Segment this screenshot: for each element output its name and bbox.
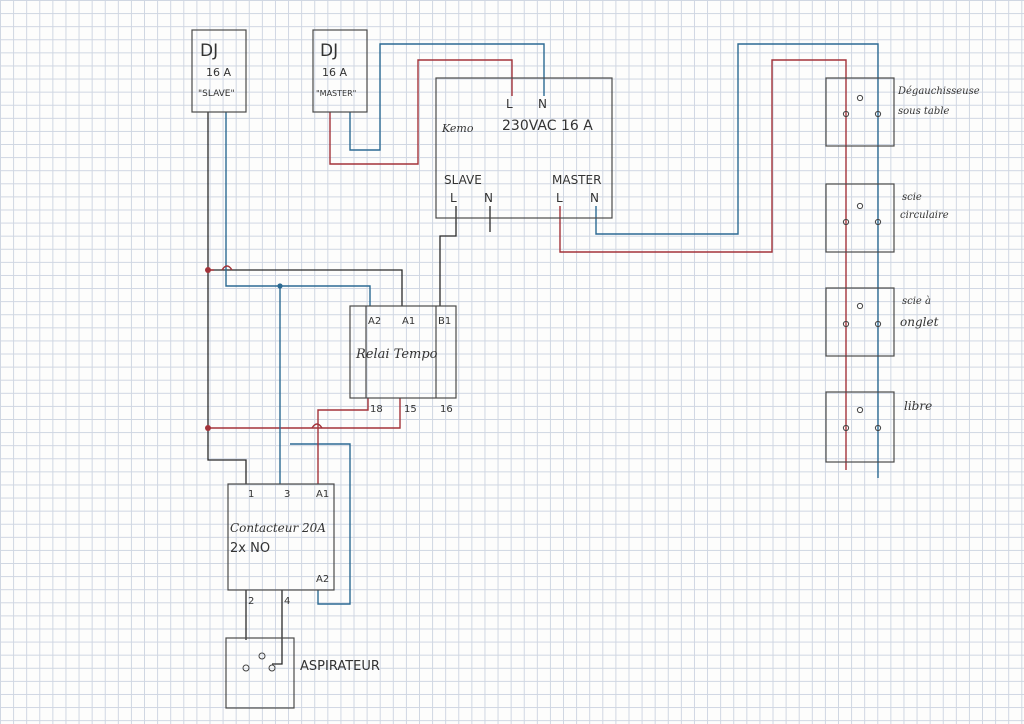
- contactor-t3: 3: [284, 489, 290, 500]
- slave-breaker: DJ 16 A "SLAVE": [191, 29, 247, 113]
- wire-master-n: [349, 43, 545, 151]
- master-breaker-title: DJ: [320, 41, 338, 61]
- outlet-degauchisseuse: Dégauchisseuse sous table: [825, 77, 980, 147]
- kemo-rating: 230VAC 16 A: [502, 118, 593, 134]
- contactor-t2: 2: [248, 596, 254, 607]
- kemo-master-n: N: [590, 191, 599, 205]
- kemo-module: Kemo L N 230VAC 16 A SLAVE MASTER L N L …: [435, 77, 613, 219]
- wire-master-l: [329, 59, 513, 165]
- aspirateur-label: ASPIRATEUR: [300, 659, 380, 674]
- kemo-slave-l: L: [450, 191, 457, 205]
- kemo-brand: Kemo: [441, 122, 474, 135]
- outlet-2-sublabel: circulaire: [900, 210, 949, 221]
- relay-tempo: A2 A1 B1 Relai Tempo 18 15 16: [349, 305, 457, 415]
- wire-hop: [221, 265, 233, 271]
- outlet-scie-circulaire: scie circulaire: [825, 183, 949, 253]
- outlet-3-sublabel: onglet: [900, 315, 939, 329]
- outlet-4-label: libre: [904, 399, 932, 413]
- relay-label: Relai Tempo: [355, 347, 438, 362]
- master-breaker-role: "MASTER": [316, 89, 356, 98]
- junction-dot: [205, 425, 211, 431]
- relay-a1: A1: [402, 316, 415, 327]
- relay-18: 18: [370, 404, 383, 415]
- kemo-input-n: N: [538, 97, 547, 111]
- wire-relay-b1: [439, 206, 457, 306]
- junction-dot: [205, 267, 211, 273]
- kemo-slave-n: N: [484, 191, 493, 205]
- outlet-3-label: scie à: [902, 296, 931, 307]
- relay-b1: B1: [438, 316, 451, 327]
- outlet-2-label: scie: [902, 192, 922, 203]
- contactor-a2: A2: [316, 574, 329, 585]
- master-breaker: DJ 16 A "MASTER": [312, 29, 368, 113]
- kemo-master-l: L: [556, 191, 563, 205]
- wire-relay-18: [317, 398, 369, 484]
- contactor-a1: A1: [316, 489, 329, 500]
- outlet-1-label: Dégauchisseuse: [897, 86, 980, 97]
- wire-contactor-4: [272, 590, 283, 665]
- relay-a2: A2: [368, 316, 381, 327]
- wire-master-out-l: [559, 59, 847, 470]
- slave-breaker-role: "SLAVE": [198, 89, 235, 99]
- wire-master-out-n: [595, 43, 879, 478]
- contactor: 1 3 A1 Contacteur 20A 2x NO A2 2 4: [227, 483, 335, 607]
- relay-16: 16: [440, 404, 453, 415]
- wire-slave-l: [207, 112, 247, 484]
- wires: [205, 43, 879, 665]
- kemo-input-l: L: [506, 97, 513, 111]
- slave-breaker-rating: 16 A: [206, 66, 231, 79]
- wire-slave-n: [225, 112, 371, 306]
- slave-breaker-title: DJ: [200, 41, 218, 61]
- kemo-slave-label: SLAVE: [444, 173, 482, 187]
- outlet-scie-onglet: scie à onglet: [825, 287, 939, 357]
- junction-dot: [277, 283, 283, 289]
- contactor-t4: 4: [284, 596, 290, 607]
- outlet-1-sublabel: sous table: [898, 106, 949, 117]
- contactor-label: Contacteur 20A: [230, 521, 326, 535]
- outlet-libre: libre: [825, 391, 932, 463]
- contactor-t1: 1: [248, 489, 254, 500]
- wire-contactor-a2-neutral: [290, 443, 351, 605]
- wire-slave-l-to-a1: [208, 269, 403, 306]
- contactor-type: 2x NO: [230, 541, 270, 556]
- aspirateur-outlet: ASPIRATEUR: [225, 637, 380, 709]
- wire-hop: [311, 423, 323, 429]
- master-breaker-rating: 16 A: [322, 66, 347, 79]
- kemo-master-label: MASTER: [552, 173, 601, 187]
- relay-15: 15: [404, 404, 417, 415]
